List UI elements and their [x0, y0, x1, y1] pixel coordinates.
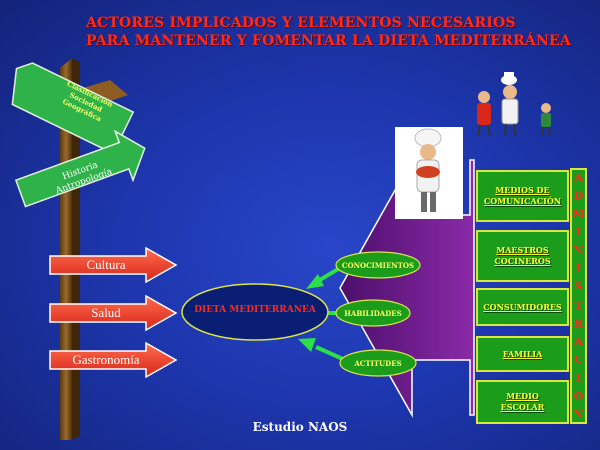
admin-letter: I	[575, 262, 582, 276]
family-figures-icon	[477, 72, 551, 137]
actor-consumidores: CONSUMIDORES	[476, 288, 569, 326]
admin-letter: N	[573, 407, 584, 421]
admin-letter: N	[573, 243, 584, 257]
center-ellipse	[181, 283, 329, 341]
admin-letter: I	[575, 225, 582, 239]
actor-3-line-1: CONSUMIDORES	[483, 301, 562, 312]
label-salud: Salud	[91, 305, 121, 320]
arrow-actitudes	[298, 338, 346, 362]
arrow-salud	[49, 294, 178, 332]
arrow-gastronomia	[49, 341, 178, 379]
label-gastronomia: Gastronomía	[72, 352, 140, 367]
actor-4-line-1: FAMILIA	[502, 348, 543, 359]
label-actitudes: ACTITUDES	[354, 359, 402, 368]
element-ellipse-habilidades	[335, 299, 411, 327]
title-line-1: ACTORES IMPLICADOS Y ELEMENTOS NECESARIO…	[86, 15, 516, 31]
actor-5-line-2: ESCOLAR	[500, 402, 545, 412]
actor-2-line-2: COCINEROS	[494, 256, 551, 266]
element-ellipse-conocimientos	[335, 251, 421, 279]
actor-1-line-1: MEDIOS DE	[495, 185, 550, 195]
actor-1-line-2: COMUNICACIÓN	[483, 196, 562, 206]
label-cultura: Cultura	[86, 257, 126, 272]
admin-letter: I	[575, 371, 582, 385]
signpost-middle-sign	[14, 129, 146, 208]
admin-letter: D	[573, 189, 584, 203]
actor-5-line-1: MEDIO	[506, 391, 539, 401]
chef-figure-icon	[395, 127, 463, 219]
footer-label: Estudio NAOS	[252, 420, 348, 434]
label-conocimientos: CONOCIMIENTOS	[341, 261, 415, 270]
admin-letter: R	[573, 316, 584, 330]
admin-letter: A	[574, 171, 583, 184]
admin-letter: T	[574, 298, 583, 312]
actor-familia: FAMILIA	[476, 336, 569, 372]
admin-letter: O	[573, 389, 584, 403]
slide-title: ACTORES IMPLICADOS Y ELEMENTOS NECESARIO…	[86, 14, 586, 50]
signpost-pole	[60, 58, 80, 440]
center-label: DIETA MEDITERRANEA	[194, 305, 316, 315]
label-habilidades: HABILIDADES	[344, 309, 402, 318]
element-ellipse-actitudes	[339, 349, 417, 377]
arrow-cultura	[49, 246, 178, 284]
admin-letter: C	[574, 353, 583, 367]
admin-letter: S	[574, 280, 583, 294]
admin-letter: M	[572, 207, 585, 221]
title-line-2: PARA MANTENER Y FOMENTAR LA DIETA MEDITE…	[86, 33, 571, 49]
admin-letter: A	[574, 334, 583, 348]
signpost-top-sign	[11, 62, 135, 155]
actor-2-line-1: MAESTROS	[496, 245, 549, 255]
